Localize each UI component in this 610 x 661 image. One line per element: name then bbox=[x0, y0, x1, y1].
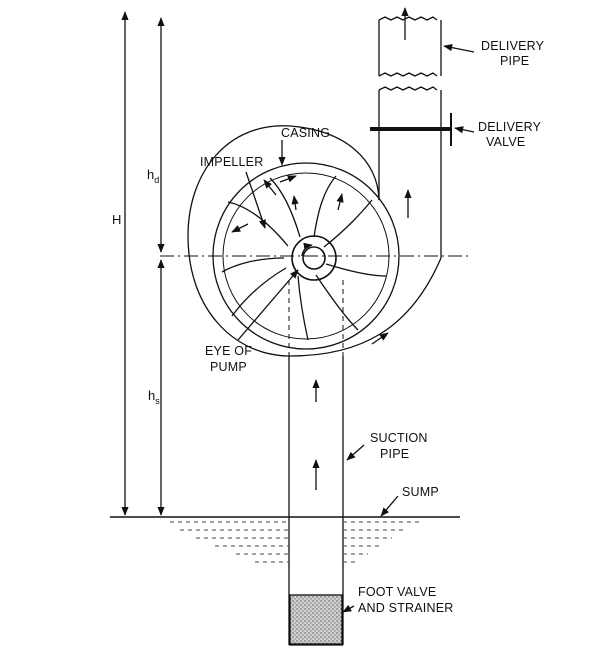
casing-flow-arrow bbox=[279, 175, 297, 183]
casing-flow-arrow bbox=[371, 332, 389, 345]
label-delivery-valve-2: VALVE bbox=[486, 135, 525, 149]
leader-eye bbox=[237, 269, 299, 341]
label-suction-2: PIPE bbox=[380, 447, 409, 461]
impeller-flow-arrow bbox=[336, 193, 344, 211]
leader-suction bbox=[346, 444, 365, 461]
impeller-flow-arrow bbox=[291, 195, 299, 211]
label-impeller: IMPELLER bbox=[200, 155, 263, 169]
delivery-valve bbox=[370, 113, 452, 146]
foot-valve-strainer bbox=[289, 594, 343, 645]
pump-eye bbox=[291, 235, 337, 281]
label-suction-1: SUCTION bbox=[370, 431, 428, 445]
impeller-flow-arrow bbox=[263, 179, 277, 196]
leader-impeller bbox=[245, 171, 266, 229]
dimension-label-hd: hd bbox=[147, 167, 159, 185]
dimension-label-hs: hs bbox=[148, 388, 160, 406]
label-foot-valve-1: FOOT VALVE bbox=[358, 585, 436, 599]
sump-water-hatching bbox=[170, 521, 420, 563]
delivery-pipe bbox=[378, 7, 442, 258]
label-delivery-pipe-2: PIPE bbox=[500, 54, 529, 68]
label-sump: SUMP bbox=[402, 485, 439, 499]
dimension-label-H: H bbox=[112, 212, 121, 227]
label-eye-2: PUMP bbox=[210, 360, 247, 374]
label-delivery-pipe-1: DELIVERY bbox=[481, 39, 545, 53]
label-eye-1: EYE OF bbox=[205, 344, 252, 358]
label-foot-valve-2: AND STRAINER bbox=[358, 601, 453, 615]
impeller-flow-arrow bbox=[231, 223, 249, 233]
leader-sump bbox=[380, 495, 399, 517]
suction-pipe bbox=[288, 356, 344, 646]
impeller bbox=[221, 172, 390, 345]
label-delivery-valve-1: DELIVERY bbox=[478, 120, 542, 134]
leader-delivery-pipe bbox=[443, 44, 475, 53]
leader-delivery-valve bbox=[454, 126, 475, 134]
leader-foot-valve bbox=[342, 604, 355, 613]
label-casing: CASING bbox=[281, 126, 330, 140]
